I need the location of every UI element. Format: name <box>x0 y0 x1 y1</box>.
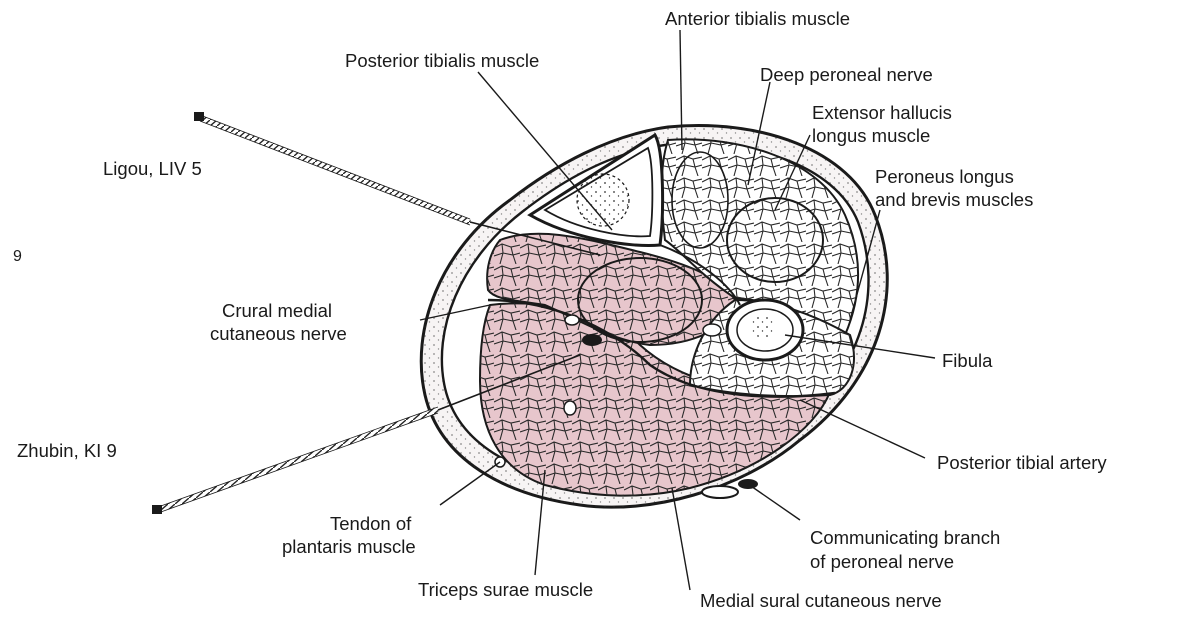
label-extensor-hallucis-1: Extensor hallucis <box>812 102 952 124</box>
label-posterior-tibialis: Posterior tibialis muscle <box>345 50 539 72</box>
label-plantaris-2: plantaris muscle <box>282 536 416 558</box>
label-extensor-hallucis-2: longus muscle <box>812 125 930 147</box>
label-crural-2: cutaneous nerve <box>210 323 347 345</box>
label-anterior-tibialis: Anterior tibialis muscle <box>665 8 850 30</box>
label-ligou: Ligou, LIV 5 <box>103 158 202 180</box>
label-communicating-1: Communicating branch <box>810 527 1000 549</box>
label-peroneus-2: and brevis muscles <box>875 189 1033 211</box>
label-triceps: Triceps surae muscle <box>418 579 593 601</box>
label-zhubin: Zhubin, KI 9 <box>17 440 117 462</box>
label-deep-peroneal: Deep peroneal nerve <box>760 64 933 86</box>
label-crural-1: Crural medial <box>222 300 332 322</box>
fibula-bone <box>727 300 803 360</box>
label-posterior-artery: Posterior tibial artery <box>937 452 1107 474</box>
label-plantaris-1: Tendon of <box>330 513 411 535</box>
page-number: 9 <box>13 246 22 268</box>
label-medial-sural: Medial sural cutaneous nerve <box>700 590 942 612</box>
label-fibula: Fibula <box>942 350 992 372</box>
label-peroneus-1: Peroneus longus <box>875 166 1014 188</box>
label-communicating-2: of peroneal nerve <box>810 551 954 573</box>
